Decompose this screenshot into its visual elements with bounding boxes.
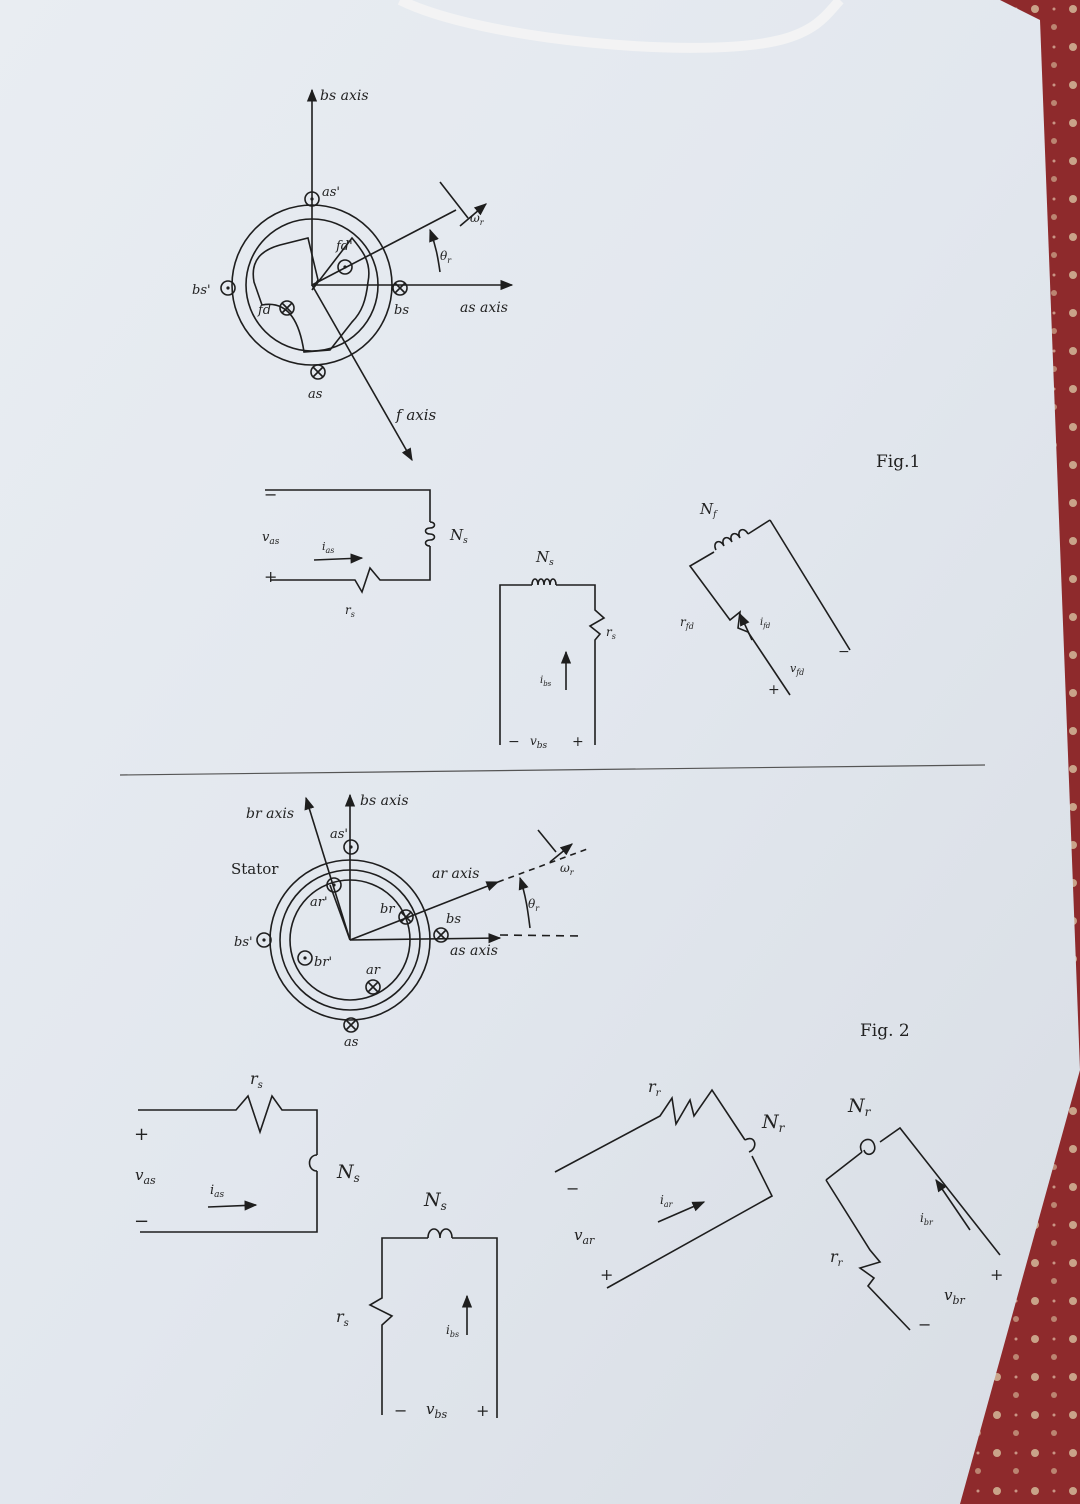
fig2-stator-a-turns: Ns <box>336 1161 360 1185</box>
svg-text:bs': bs' <box>234 935 253 950</box>
svg-text:ar: ar <box>366 963 381 978</box>
fig2-rotor-b-plus: + <box>990 1265 1003 1284</box>
fig1-stator-a-resistance: rs <box>345 603 355 619</box>
fig1-conductor-bs: bs <box>392 280 409 318</box>
cable <box>397 0 844 53</box>
fig1-field-resistance: rfd <box>680 615 694 631</box>
svg-text:as': as' <box>322 185 340 200</box>
fig1-stator-b-turns: Ns <box>535 548 554 568</box>
fig2-caption: Fig. 2 <box>860 1021 910 1041</box>
fig2-stator-a-voltage: vas <box>135 1166 156 1187</box>
fig2-stator-b-resistance: rs <box>336 1307 349 1329</box>
fig2-rotor-a-minus: − <box>566 1179 579 1198</box>
fig2-machine-diagram: bs axis br axis Stator ar axis as axis ω… <box>231 793 591 1050</box>
svg-text:br': br' <box>314 955 332 970</box>
svg-text:as: as <box>344 1035 359 1050</box>
fig2-stator-b-plus: + <box>476 1401 489 1420</box>
fig1-field-current: ifd <box>760 617 771 630</box>
fig2-rotor-b-turns: Nr <box>847 1095 872 1119</box>
svg-text:fd': fd' <box>335 239 353 254</box>
fig2-stator-b-voltage: vbs <box>426 1400 448 1421</box>
fig1-stator-a-voltage: vas <box>262 530 280 547</box>
svg-text:as': as' <box>330 827 348 842</box>
svg-text:bs': bs' <box>192 283 211 298</box>
fig1-angle-label: θr <box>440 249 452 265</box>
fig2-conductor-br-prime: br' <box>297 950 332 970</box>
fig2-stator-a-current: ias <box>210 1183 225 1200</box>
fig1-field-turns: Nf <box>699 500 718 520</box>
fig1-field-voltage: vfd <box>790 662 804 677</box>
fig1-bs-axis-label: bs axis <box>320 88 369 104</box>
fig2-bs-axis-label: bs axis <box>360 793 409 809</box>
fig2-rotor-a-current: iar <box>660 1193 674 1209</box>
fig1-caption: Fig.1 <box>876 452 920 472</box>
fig2-rotor-a-plus: + <box>600 1265 613 1284</box>
fig1-stator-a-plus: + <box>264 567 277 586</box>
fig1-stator-a-turns: Ns <box>449 526 468 546</box>
fig1-stator-a-current: ias <box>322 540 334 555</box>
fig1-circuit-stator-b: Ns rs ibs − vbs + <box>499 548 616 751</box>
fig2-stator-b-minus: − <box>394 1401 407 1420</box>
figure-divider <box>119 764 986 776</box>
fig1-stator-b-voltage: vbs <box>530 734 548 751</box>
fig2-circuit-rotor-b: Nr rr ibr vbr + − <box>825 1095 1003 1334</box>
fig2-stator-b-turns: Ns <box>423 1189 447 1213</box>
fig1-machine-diagram: bs axis as axis ωr θr f axis as' as b <box>192 88 514 462</box>
fig1-conductor-fd-prime: fd' <box>335 239 353 275</box>
fig1-speed-label: ωr <box>470 211 485 227</box>
fig2-stator-a-minus: − <box>134 1211 149 1232</box>
fig2-ar-axis-label: ar axis <box>432 866 479 882</box>
svg-text:bs: bs <box>446 912 461 927</box>
fig2-rotor-a-voltage: var <box>574 1226 595 1247</box>
fig2-speed-label: ωr <box>560 861 575 877</box>
fig2-stator-a-plus: + <box>134 1124 149 1145</box>
svg-text:bs: bs <box>394 303 409 318</box>
fig2-rotor-a-resistance: rr <box>648 1077 662 1099</box>
fig2-br-axis-label: br axis <box>246 806 294 822</box>
fig2-conductor-bs-prime: bs' <box>234 932 272 950</box>
fig2-angle-label: θr <box>528 897 540 913</box>
fig2-conductor-as: as <box>343 1017 359 1050</box>
fig1-conductor-fd: fd <box>257 300 295 318</box>
fig2-conductor-bs: bs <box>433 912 461 943</box>
fig2-circuit-rotor-a: rr Nr − var + iar <box>554 1077 786 1289</box>
fig1-stator-b-minus: − <box>508 734 520 750</box>
fig2-rotor-b-current: ibr <box>920 1211 934 1227</box>
fig2-conductor-br: br <box>380 902 414 925</box>
fig2-rotor-b-voltage: vbr <box>944 1286 966 1307</box>
fig2-conductor-ar: ar <box>365 963 381 995</box>
fig1-circuit-stator-a: − + vas ias rs Ns <box>262 485 468 619</box>
fig2-circuit-stator-b: Ns rs ibs − vbs + <box>336 1189 498 1421</box>
fig1-stator-a-minus: − <box>264 485 277 504</box>
fig2-rotor-b-minus: − <box>918 1315 931 1334</box>
fig2-conductor-as-prime: as' <box>330 827 359 855</box>
fig1-conductor-as-prime: as' <box>304 185 340 207</box>
fig2-rotor-a-turns: Nr <box>761 1111 786 1135</box>
svg-text:as: as <box>308 387 323 402</box>
fig1-stator-b-plus: + <box>572 734 584 750</box>
fig2-stator-label: Stator <box>231 860 279 878</box>
fig1-stator-b-current: ibs <box>540 675 552 688</box>
fig1-circuit-field: Nf rfd ifd vfd + − <box>680 500 851 698</box>
fig1-stator-b-resistance: rs <box>606 625 616 641</box>
fig1-field-minus: − <box>838 644 850 660</box>
fig1-conductor-as: as <box>308 364 326 402</box>
fig2-stator-a-resistance: rs <box>250 1069 263 1091</box>
fig2-rotor-b-resistance: rr <box>830 1247 844 1269</box>
fig2-as-axis-label: as axis <box>450 943 498 959</box>
svg-text:fd: fd <box>257 303 271 318</box>
fig1-as-axis-label: as axis <box>460 300 508 316</box>
svg-text:br: br <box>380 902 395 917</box>
fig2-stator-b-current: ibs <box>446 1323 459 1339</box>
fig2-circuit-stator-a: rs Ns + vas − ias <box>134 1069 360 1233</box>
fig2-conductor-ar-prime: ar' <box>310 877 342 910</box>
fig1-conductor-bs-prime: bs' <box>192 280 236 298</box>
svg-text:ar': ar' <box>310 895 328 910</box>
fig1-f-axis-label: f axis <box>395 406 437 424</box>
fig1-field-plus: + <box>768 682 780 698</box>
